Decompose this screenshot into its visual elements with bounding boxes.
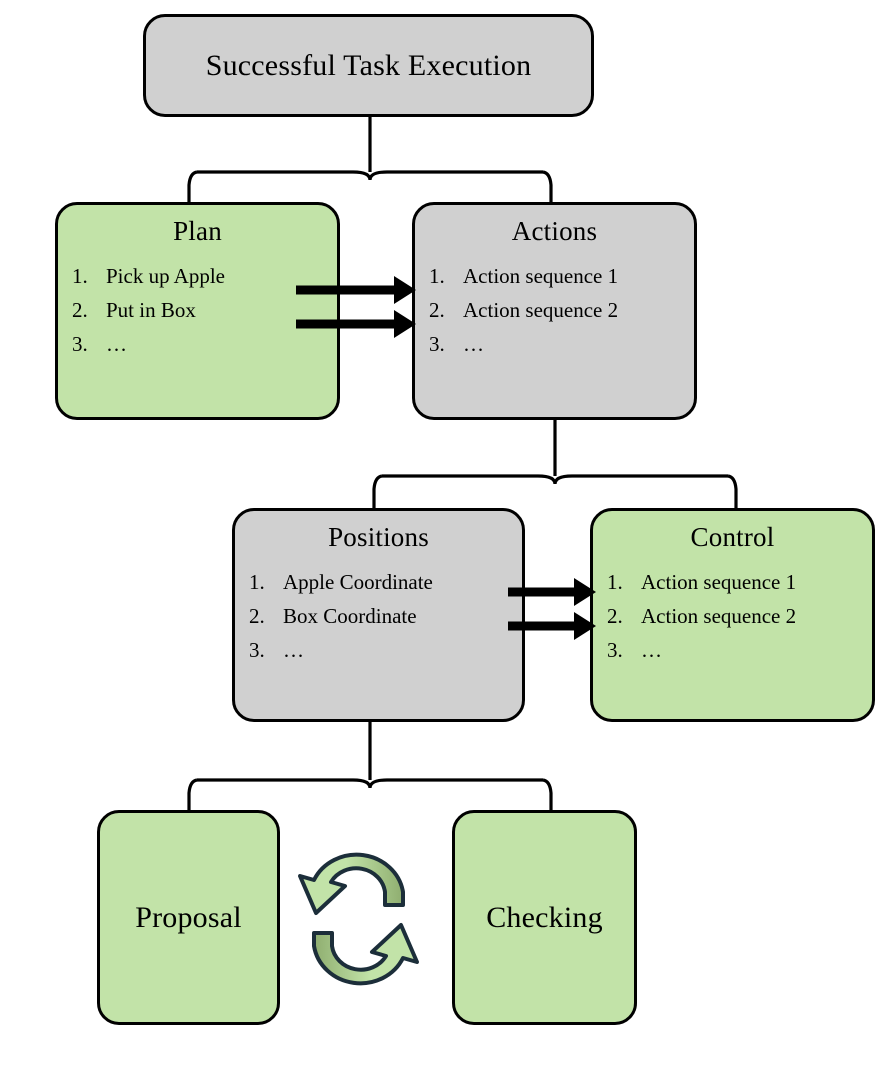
list-item: 3. …	[607, 633, 872, 667]
list-item-label: Action sequence 1	[463, 264, 619, 289]
arrow-shaft	[508, 621, 576, 631]
arrow-plan-to-actions-1	[296, 276, 416, 304]
list-item-number: 2.	[429, 298, 445, 323]
node-title: Plan	[173, 216, 222, 246]
list-item: 1. Action sequence 1	[607, 565, 872, 599]
list-item-number: 3.	[429, 332, 445, 357]
node-title: Positions	[328, 522, 429, 552]
arrow-head	[394, 276, 416, 304]
arrow-plan-to-actions-2	[296, 310, 416, 338]
list-item-label: …	[106, 332, 127, 357]
node-successful-task-execution[interactable]: Successful Task Execution	[143, 14, 594, 117]
connector-actions-drop-left	[372, 474, 383, 508]
cycle-arrow-bottom	[312, 923, 419, 986]
list-item-label: Apple Coordinate	[283, 570, 433, 595]
list-item-number: 3.	[249, 638, 265, 663]
list-item-label: Action sequence 1	[641, 570, 797, 595]
list-item: 1. Apple Coordinate	[249, 565, 522, 599]
connector-positions-bracket	[197, 778, 543, 789]
node-actions[interactable]: Actions 1. Action sequence 1 2. Action s…	[412, 202, 697, 420]
node-title: Successful Task Execution	[205, 48, 532, 82]
list-item: 2. Put in Box	[72, 293, 337, 327]
control-list: 1. Action sequence 1 2. Action sequence …	[607, 565, 872, 667]
connector-positions-drop-left	[187, 778, 198, 810]
actions-list: 1. Action sequence 1 2. Action sequence …	[429, 259, 694, 361]
node-positions[interactable]: Positions 1. Apple Coordinate 2. Box Coo…	[232, 508, 525, 722]
list-item: 3. …	[429, 327, 694, 361]
cycle-arrow-top	[298, 852, 405, 915]
list-item: 1. Pick up Apple	[72, 259, 337, 293]
arrow-shaft	[296, 319, 396, 329]
arrow-head	[394, 310, 416, 338]
node-title: Control	[690, 522, 775, 552]
arrow-shaft	[508, 587, 576, 597]
node-plan[interactable]: Plan 1. Pick up Apple 2. Put in Box 3. …	[55, 202, 340, 420]
list-item-number: 1.	[249, 570, 265, 595]
list-item: 3. …	[249, 633, 522, 667]
list-item-number: 3.	[72, 332, 88, 357]
list-item-number: 2.	[607, 604, 623, 629]
arrow-head	[574, 612, 596, 640]
node-title: Checking	[486, 900, 603, 934]
list-item-label: …	[463, 332, 484, 357]
list-item-number: 1.	[72, 264, 88, 289]
connector-actions-bracket	[382, 474, 728, 485]
list-item: 2. Action sequence 2	[429, 293, 694, 327]
list-item: 2. Action sequence 2	[607, 599, 872, 633]
list-item-number: 1.	[607, 570, 623, 595]
arrow-positions-to-control-2	[508, 612, 596, 640]
node-proposal[interactable]: Proposal	[97, 810, 280, 1025]
connector-root-bracket	[197, 170, 543, 181]
arrow-head	[574, 578, 596, 606]
arrow-shaft	[296, 285, 396, 295]
list-item-number: 3.	[607, 638, 623, 663]
connector-root-drop-right	[542, 170, 553, 202]
connector-root-drop-left	[187, 170, 198, 202]
list-item-label: Put in Box	[106, 298, 196, 323]
circular-refresh-icon	[298, 852, 419, 986]
list-item-label: …	[283, 638, 304, 663]
list-item: 1. Action sequence 1	[429, 259, 694, 293]
list-item: 2. Box Coordinate	[249, 599, 522, 633]
list-item-label: Pick up Apple	[106, 264, 225, 289]
list-item-number: 2.	[249, 604, 265, 629]
arrow-positions-to-control-1	[508, 578, 596, 606]
list-item-label: …	[641, 638, 662, 663]
positions-list: 1. Apple Coordinate 2. Box Coordinate 3.…	[249, 565, 522, 667]
node-control[interactable]: Control 1. Action sequence 1 2. Action s…	[590, 508, 875, 722]
connector-actions-drop-right	[727, 474, 738, 508]
list-item-label: Box Coordinate	[283, 604, 417, 629]
list-item-number: 2.	[72, 298, 88, 323]
node-title: Actions	[511, 216, 598, 246]
list-item: 3. …	[72, 327, 337, 361]
node-title: Proposal	[135, 900, 242, 934]
node-checking[interactable]: Checking	[452, 810, 637, 1025]
connector-positions-drop-right	[542, 778, 553, 810]
list-item-label: Action sequence 2	[641, 604, 797, 629]
list-item-label: Action sequence 2	[463, 298, 619, 323]
plan-list: 1. Pick up Apple 2. Put in Box 3. …	[72, 259, 337, 361]
list-item-number: 1.	[429, 264, 445, 289]
